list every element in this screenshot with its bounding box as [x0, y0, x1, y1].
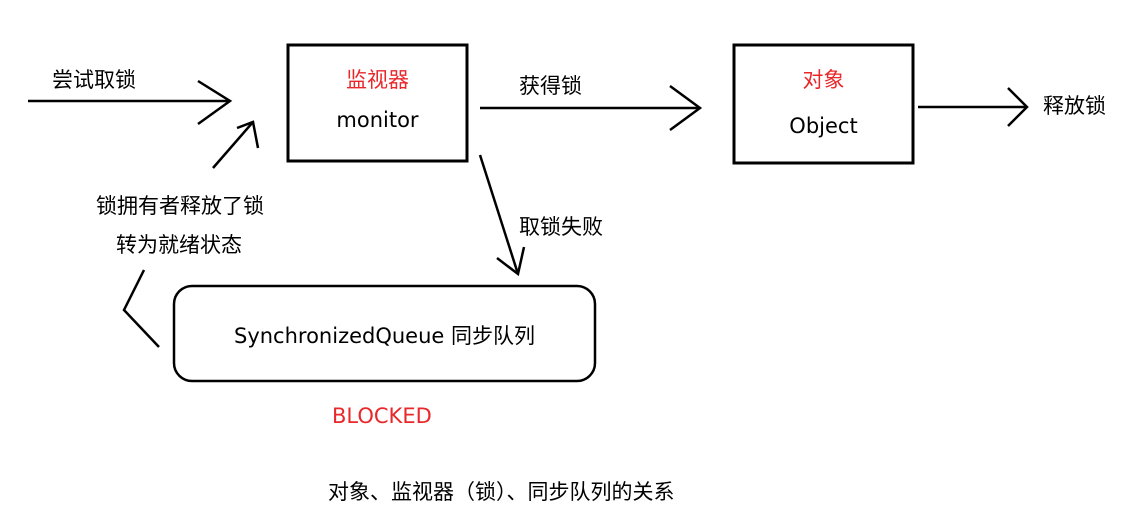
monitor-subtitle: monitor [336, 108, 419, 132]
fail-arrow [478, 154, 526, 277]
queue-state: BLOCKED [332, 404, 432, 428]
try-lock-arrow [28, 79, 233, 126]
acquire-arrow [480, 84, 703, 132]
release-label: 释放锁 [1043, 94, 1106, 118]
monitor-box [286, 43, 469, 163]
diagram-caption: 对象、监视器（锁）、同步队列的关系 [328, 480, 675, 504]
queue-box [172, 284, 597, 383]
monitor-title: 监视器 [346, 68, 409, 92]
object-subtitle: Object [789, 114, 858, 138]
acquire-label: 获得锁 [519, 74, 582, 98]
release-arrow [918, 87, 1029, 127]
object-title: 对象 [802, 68, 845, 92]
back-label-line2: 转为就绪状态 [116, 233, 242, 257]
queue-label: SynchronizedQueue 同步队列 [233, 324, 536, 348]
object-box [732, 43, 915, 165]
try-lock-label: 尝试取锁 [52, 68, 136, 92]
back-arrow [122, 120, 260, 348]
back-label-line1: 锁拥有者释放了锁 [96, 194, 264, 218]
fail-label: 取锁失败 [519, 215, 603, 239]
